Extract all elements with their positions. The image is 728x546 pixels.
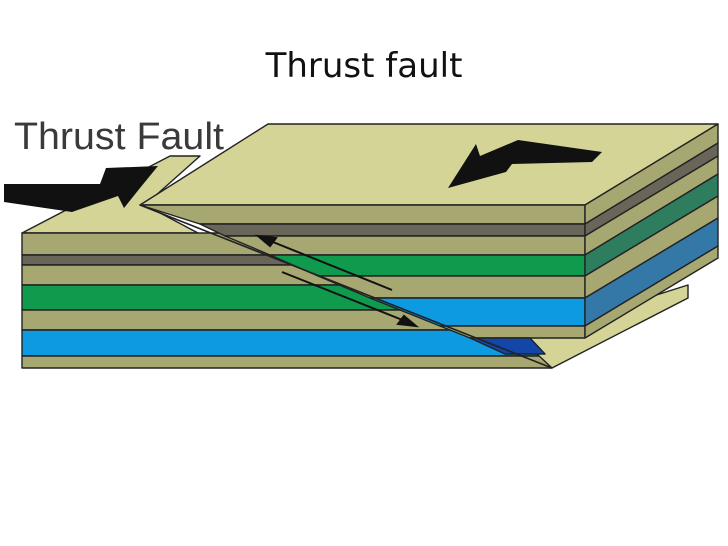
fault-plane-line [139,204,553,369]
hanging-wall-layer-green [269,254,586,277]
slide-title: Thrust fault [265,46,463,86]
half-arrow-pair-icon [254,234,420,328]
arrow-left-icon [448,140,602,188]
hanging-wall-side-tan-4 [584,245,719,339]
footwall-layer-tan-4 [21,355,553,369]
arrow-right-icon [4,166,158,212]
thrust-fault-label: Thrust Fault [14,116,224,158]
hanging-wall-layer-dark-blue [469,337,546,355]
hanging-wall-layer-tan-1 [139,204,586,225]
hanging-wall-layer-gray [199,223,586,237]
